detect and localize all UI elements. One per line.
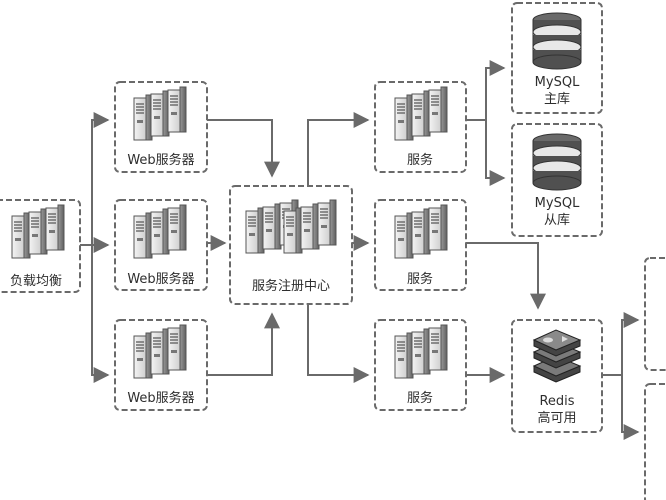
- connectors: [80, 60, 640, 440]
- label-redis-name: Redis: [539, 394, 574, 409]
- label-web-server-3: Web服务器: [127, 390, 194, 406]
- edge-svc2-redis: [466, 242, 546, 310]
- node-load-balancer: 负载均衡: [0, 199, 81, 293]
- label-web-server-1: Web服务器: [127, 152, 194, 168]
- label-service-registry: 服务注册中心: [252, 278, 330, 294]
- edge-lb-web1: [80, 112, 110, 246]
- label-service-3: 服务: [407, 390, 433, 406]
- label-web-server-2: Web服务器: [127, 271, 194, 287]
- node-mysql-master: MySQL 主库: [511, 2, 603, 114]
- label-mysql-slave-role: 从库: [544, 212, 570, 228]
- node-service-2: 服务: [374, 199, 467, 291]
- label-service-2: 服务: [407, 271, 433, 287]
- label-service-1: 服务: [407, 152, 433, 168]
- node-redis: Redis 高可用: [511, 319, 603, 433]
- node-service-1: 服务: [374, 81, 467, 173]
- label-redis-role: 高可用: [537, 410, 576, 426]
- edge-registry-svc3: [307, 302, 370, 383]
- node-cropped-upper: [644, 257, 666, 371]
- label-load-balancer: 负载均衡: [10, 274, 62, 289]
- node-service-3: 服务: [374, 319, 467, 411]
- node-web-server-2: Web服务器: [114, 199, 208, 291]
- node-web-server-1: Web服务器: [114, 81, 208, 173]
- node-service-registry: 服务注册中心: [229, 185, 353, 305]
- label-mysql-master-role: 主库: [544, 91, 570, 107]
- edge-web3-registry: [207, 312, 280, 376]
- edge-svc1-mysql-master: [485, 60, 506, 120]
- database-icon: [532, 12, 582, 70]
- label-mysql-master-name: MySQL: [535, 75, 580, 90]
- edge-svc1-mysql-slave: [485, 120, 506, 186]
- edge-redis-out-lower: [621, 375, 640, 440]
- edge-lb-web3: [91, 245, 110, 383]
- redis-stack-icon: [533, 329, 581, 383]
- label-mysql-slave-name: MySQL: [535, 196, 580, 211]
- node-cropped-lower: [644, 383, 666, 500]
- edge-redis-out-upper: [621, 312, 640, 375]
- edge-registry-svc1: [307, 112, 370, 188]
- database-icon: [532, 133, 582, 191]
- node-mysql-slave: MySQL 从库: [511, 123, 603, 237]
- edge-web1-registry: [207, 119, 280, 178]
- node-web-server-3: Web服务器: [114, 319, 208, 411]
